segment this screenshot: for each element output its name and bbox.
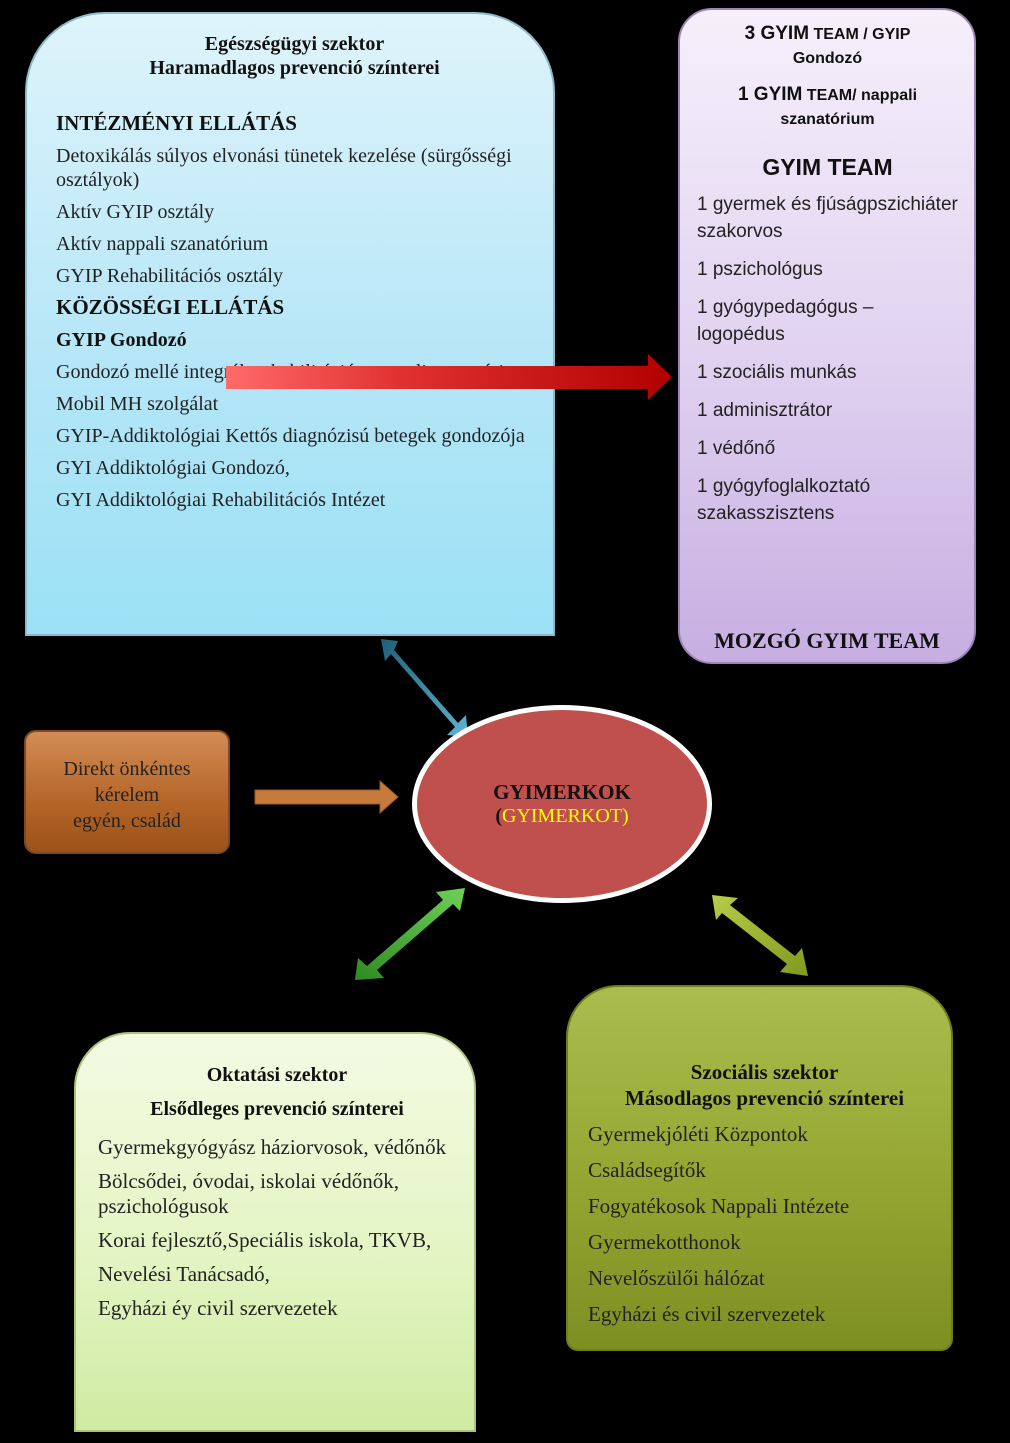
health-item: GYI Addiktológiai Gondozó, [56, 457, 290, 479]
direct-request-box: Direkt önkéntes kérelem egyén, család [24, 730, 230, 854]
education-heading: Oktatási szektor Elsődleges prevenció sz… [150, 1064, 404, 1120]
social-item: Egyházi és civil szervezetek [588, 1302, 826, 1326]
team-top-text: 3 GYIM TEAM / GYIP Gondozó 1 GYIM TEAM/ … [737, 23, 918, 128]
education-item: Korai fejlesztő,Speciális iskola, TKVB, [98, 1228, 432, 1252]
team-member-list: 1 gyermek és fjúságpszichiáter szakorvos… [697, 191, 958, 527]
health-item: Aktív GYIP osztály [56, 201, 215, 223]
red-arrow [226, 354, 672, 400]
team-member: 1 gyógyfoglalkoztató szakasszisztens [697, 476, 871, 524]
institutional-care-title: INTÉZMÉNYI ELLÁTÁS [56, 111, 297, 135]
gyimerkok-center-node: GYIMERKOK (GYIMERKOT) [412, 705, 712, 903]
health-heading: Egészségügyi szektor Haramadlagos preven… [149, 33, 440, 79]
social-sector-box: Szociális szektor Másodlagos prevenció s… [566, 985, 953, 1351]
social-heading: Szociális szektor Másodlagos prevenció s… [624, 1060, 905, 1110]
health-item: GYIP Rehabilitációs osztály [56, 265, 283, 287]
education-item: Bölcsődei, óvodai, iskolai védőnők, pszi… [98, 1169, 399, 1218]
mobile-gyim-team-label: MOZGÓ GYIM TEAM [714, 628, 940, 653]
education-sector-box: Oktatási szektor Elsődleges prevenció sz… [74, 1032, 476, 1432]
community-care-title: KÖZÖSSÉGI ELLÁTÁS [56, 295, 285, 319]
green-double-arrow [355, 888, 465, 980]
health-item: GYI Addiktológiai Rehabilitációs Intézet [56, 489, 386, 511]
orange-arrow [254, 779, 399, 815]
social-item: Fogyatékosok Nappali Intézete [588, 1194, 850, 1218]
education-item: Nevelési Tanácsadó, [98, 1262, 270, 1286]
gyim-team-title: GYIM TEAM [762, 154, 893, 180]
team-member: 1 gyógypedagógus – logopédus [697, 297, 874, 345]
team-member: 1 gyermek és fjúságpszichiáter szakorvos [697, 194, 958, 242]
team-member: 1 adminisztrátor [697, 400, 833, 421]
social-item: Gyermekjóléti Központok [588, 1122, 808, 1146]
health-item: GYIP-Addiktológiai Kettős diagnózisú bet… [56, 425, 525, 447]
education-item: Egyházi éy civil szervezetek [98, 1296, 338, 1320]
social-item: Gyermekotthonok [588, 1230, 741, 1254]
team-member: 1 szociális munkás [697, 362, 857, 383]
social-item: Nevelőszülői hálózat [588, 1266, 765, 1290]
gyip-gondozo-label: GYIP Gondozó [56, 329, 187, 351]
health-item: Detoxikálás súlyos elvonási tünetek keze… [56, 145, 512, 191]
gyim-team-box: 3 GYIM TEAM / GYIP Gondozó 1 GYIM TEAM/ … [678, 8, 976, 664]
health-item: Mobil MH szolgálat [56, 393, 219, 415]
education-item: Gyermekgyógyász háziorvosok, védőnők [98, 1135, 447, 1159]
team-member: 1 védőnő [697, 438, 776, 459]
social-item: Családsegítők [588, 1158, 706, 1182]
team-member: 1 pszichológus [697, 259, 823, 280]
health-item: Aktív nappali szanatórium [56, 233, 269, 255]
olive-double-arrow [712, 895, 808, 976]
blue-double-arrow [381, 639, 468, 737]
